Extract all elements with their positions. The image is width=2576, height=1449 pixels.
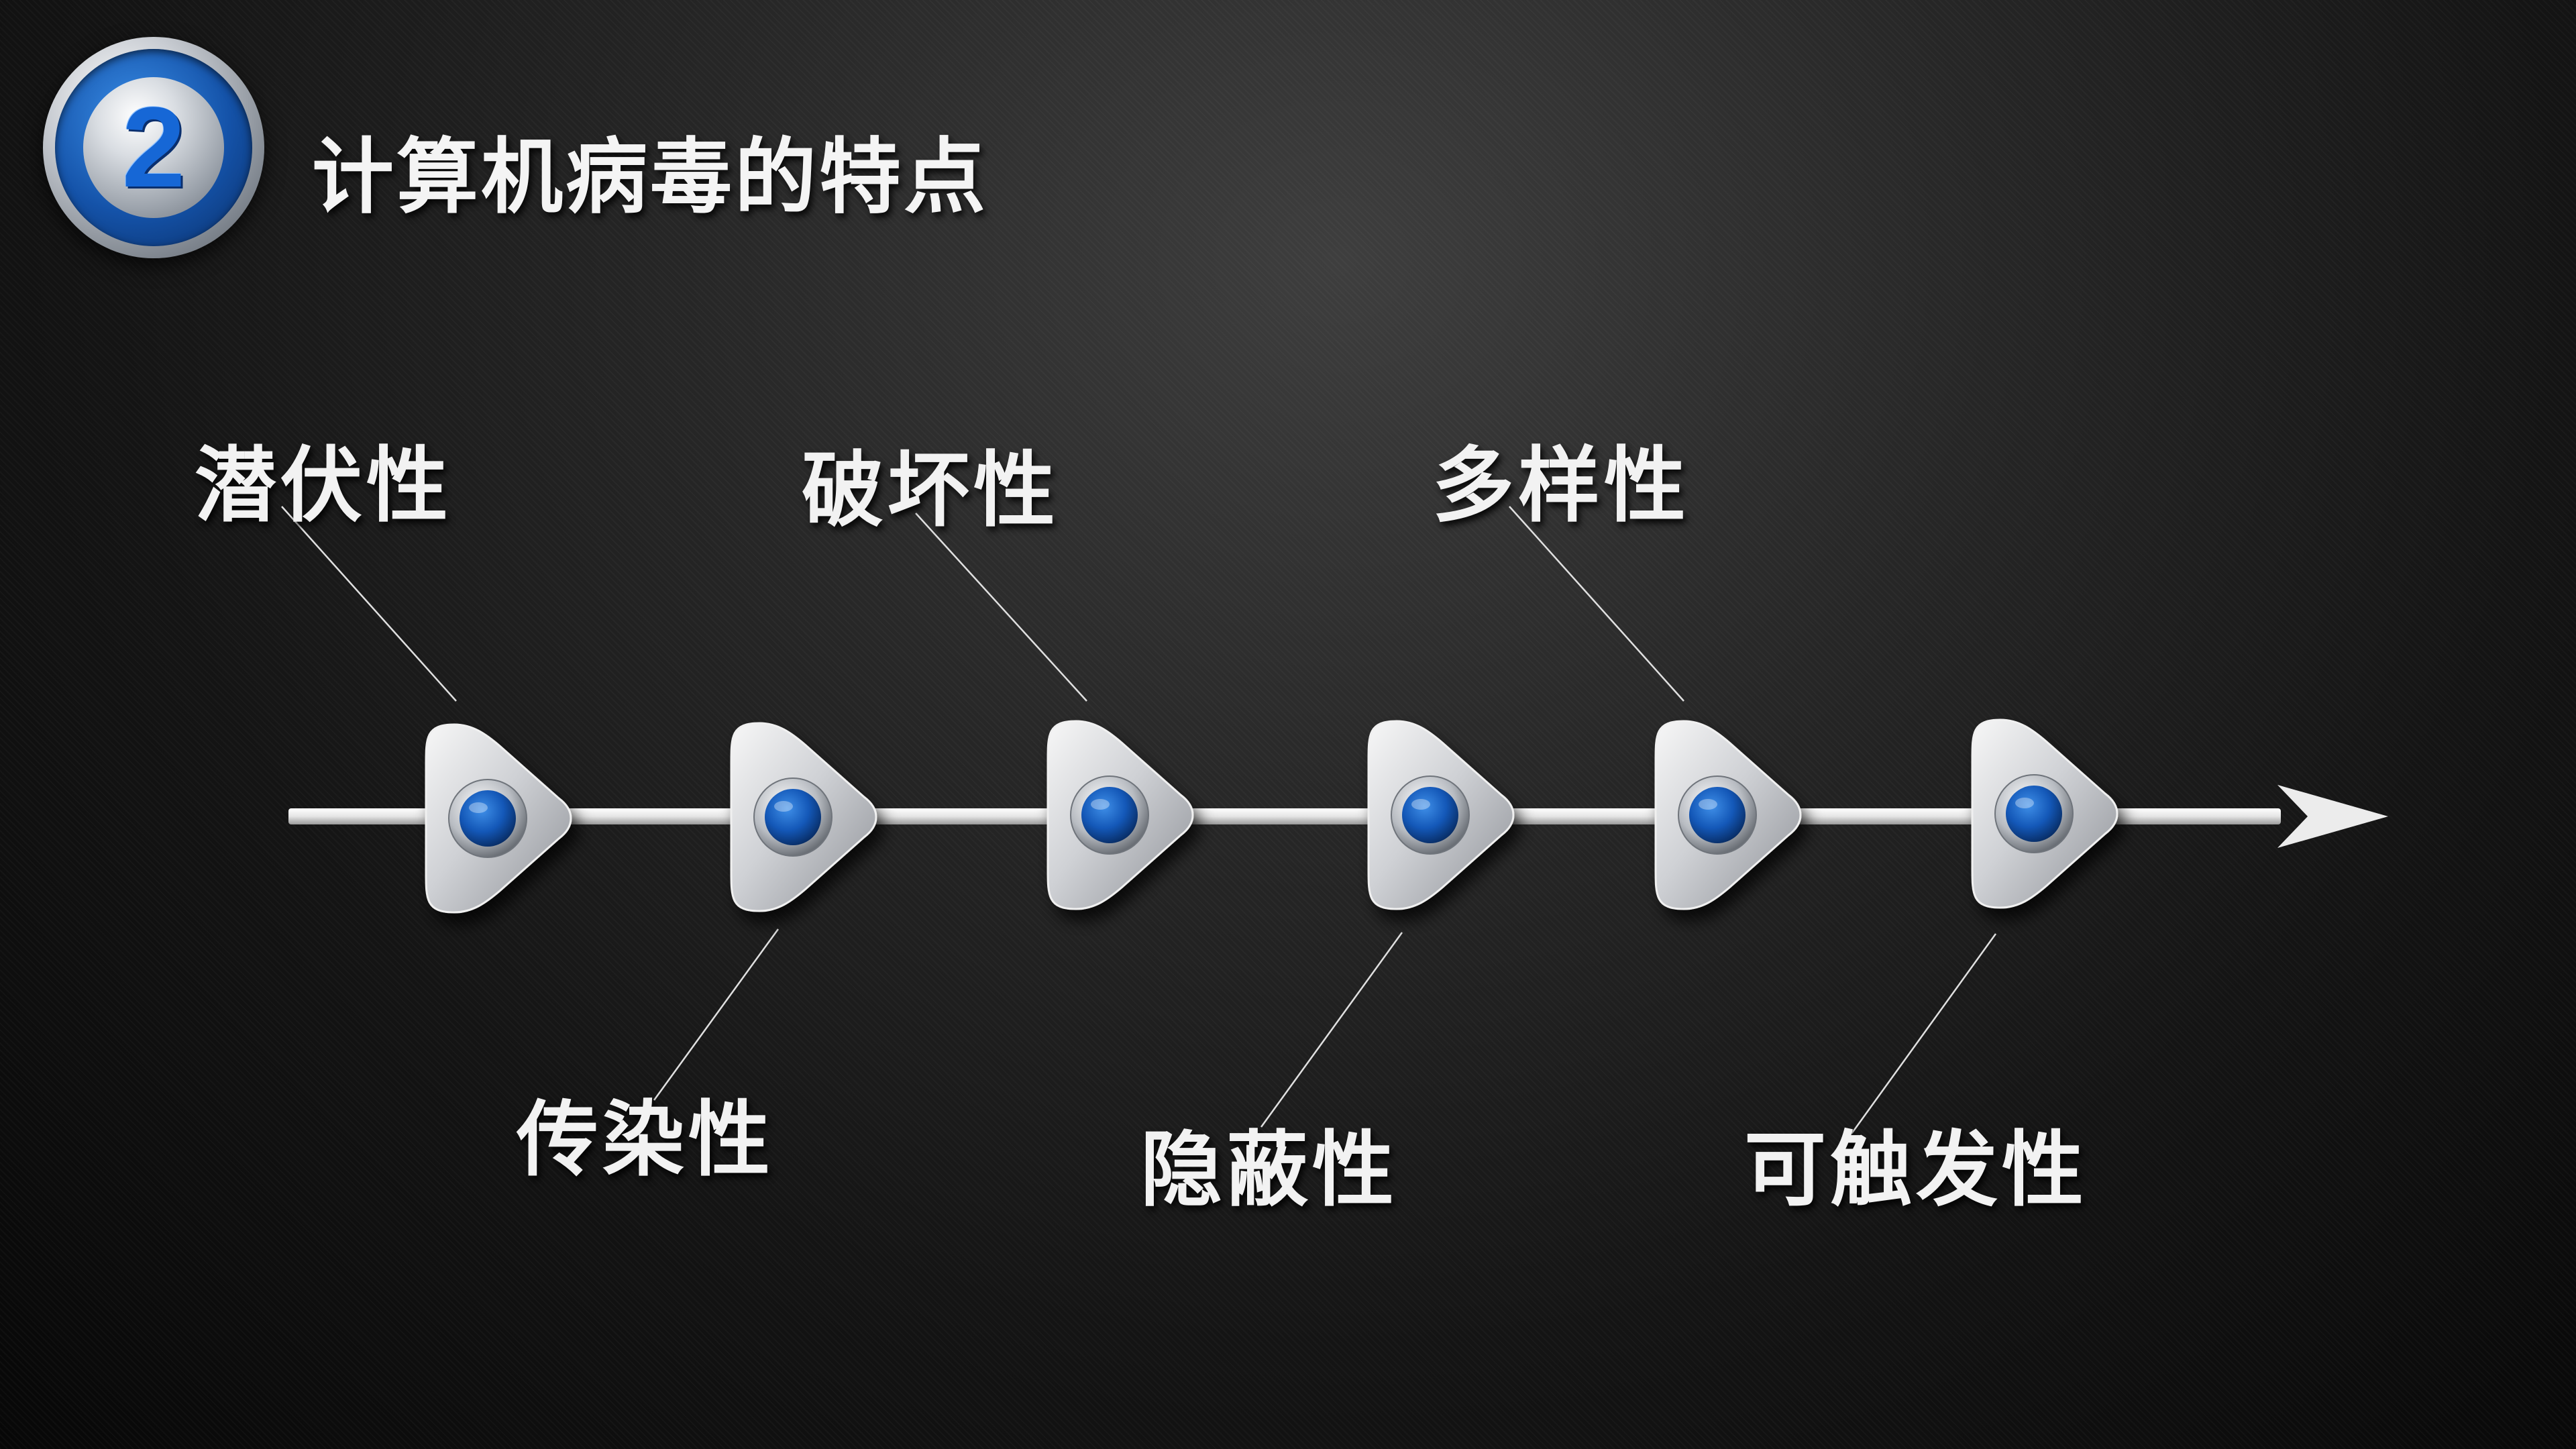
- section-number-badge: 2: [43, 37, 264, 258]
- feature-label-latent: 潜伏性: [195, 438, 452, 533]
- connector-line: [915, 513, 1087, 702]
- timeline-marker: [1368, 721, 1513, 909]
- connector-line: [653, 928, 780, 1101]
- feature-label-triggerable: 可触发性: [1744, 1122, 2088, 1218]
- feature-label-concealed: 隐蔽性: [1140, 1122, 1398, 1218]
- page-title: 计算机病毒的特点: [312, 129, 988, 225]
- timeline-marker: [1656, 721, 1801, 909]
- connector-line: [281, 506, 457, 702]
- timeline-marker: [1972, 720, 2117, 908]
- badge-center: 2: [83, 77, 224, 218]
- badge-blue-ring: 2: [55, 49, 252, 246]
- timeline-marker: [1048, 721, 1193, 909]
- feature-label-destructive: 破坏性: [802, 443, 1059, 538]
- connector-line: [1509, 506, 1684, 702]
- connector-line: [1260, 932, 1403, 1128]
- feature-label-diverse: 多样性: [1432, 438, 1690, 533]
- feature-label-infectious: 传染性: [517, 1092, 774, 1187]
- timeline-arrowhead: [2277, 785, 2388, 848]
- connector-line: [1850, 933, 1997, 1134]
- section-number: 2: [121, 84, 186, 211]
- timeline-marker: [731, 723, 876, 911]
- timeline-marker: [426, 724, 571, 912]
